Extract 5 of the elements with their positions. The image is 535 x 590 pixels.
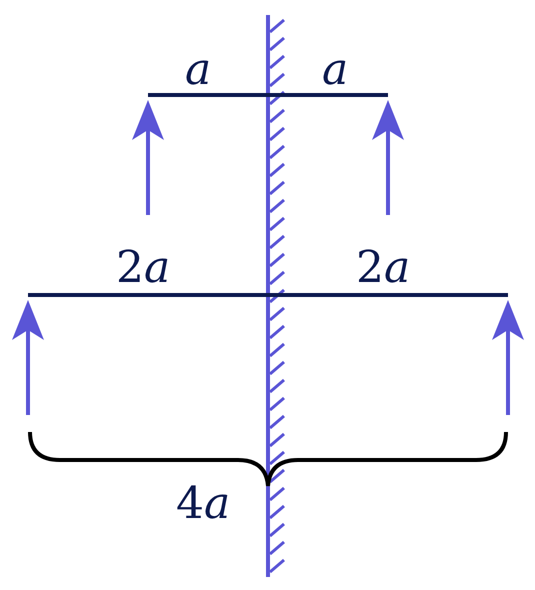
dimension-label: 2a [356, 246, 410, 290]
dimension-label: 2a [116, 246, 170, 290]
dimension-label: a [322, 48, 348, 92]
dimension-label: 4a [176, 482, 230, 526]
dimension-label: a [185, 48, 212, 92]
